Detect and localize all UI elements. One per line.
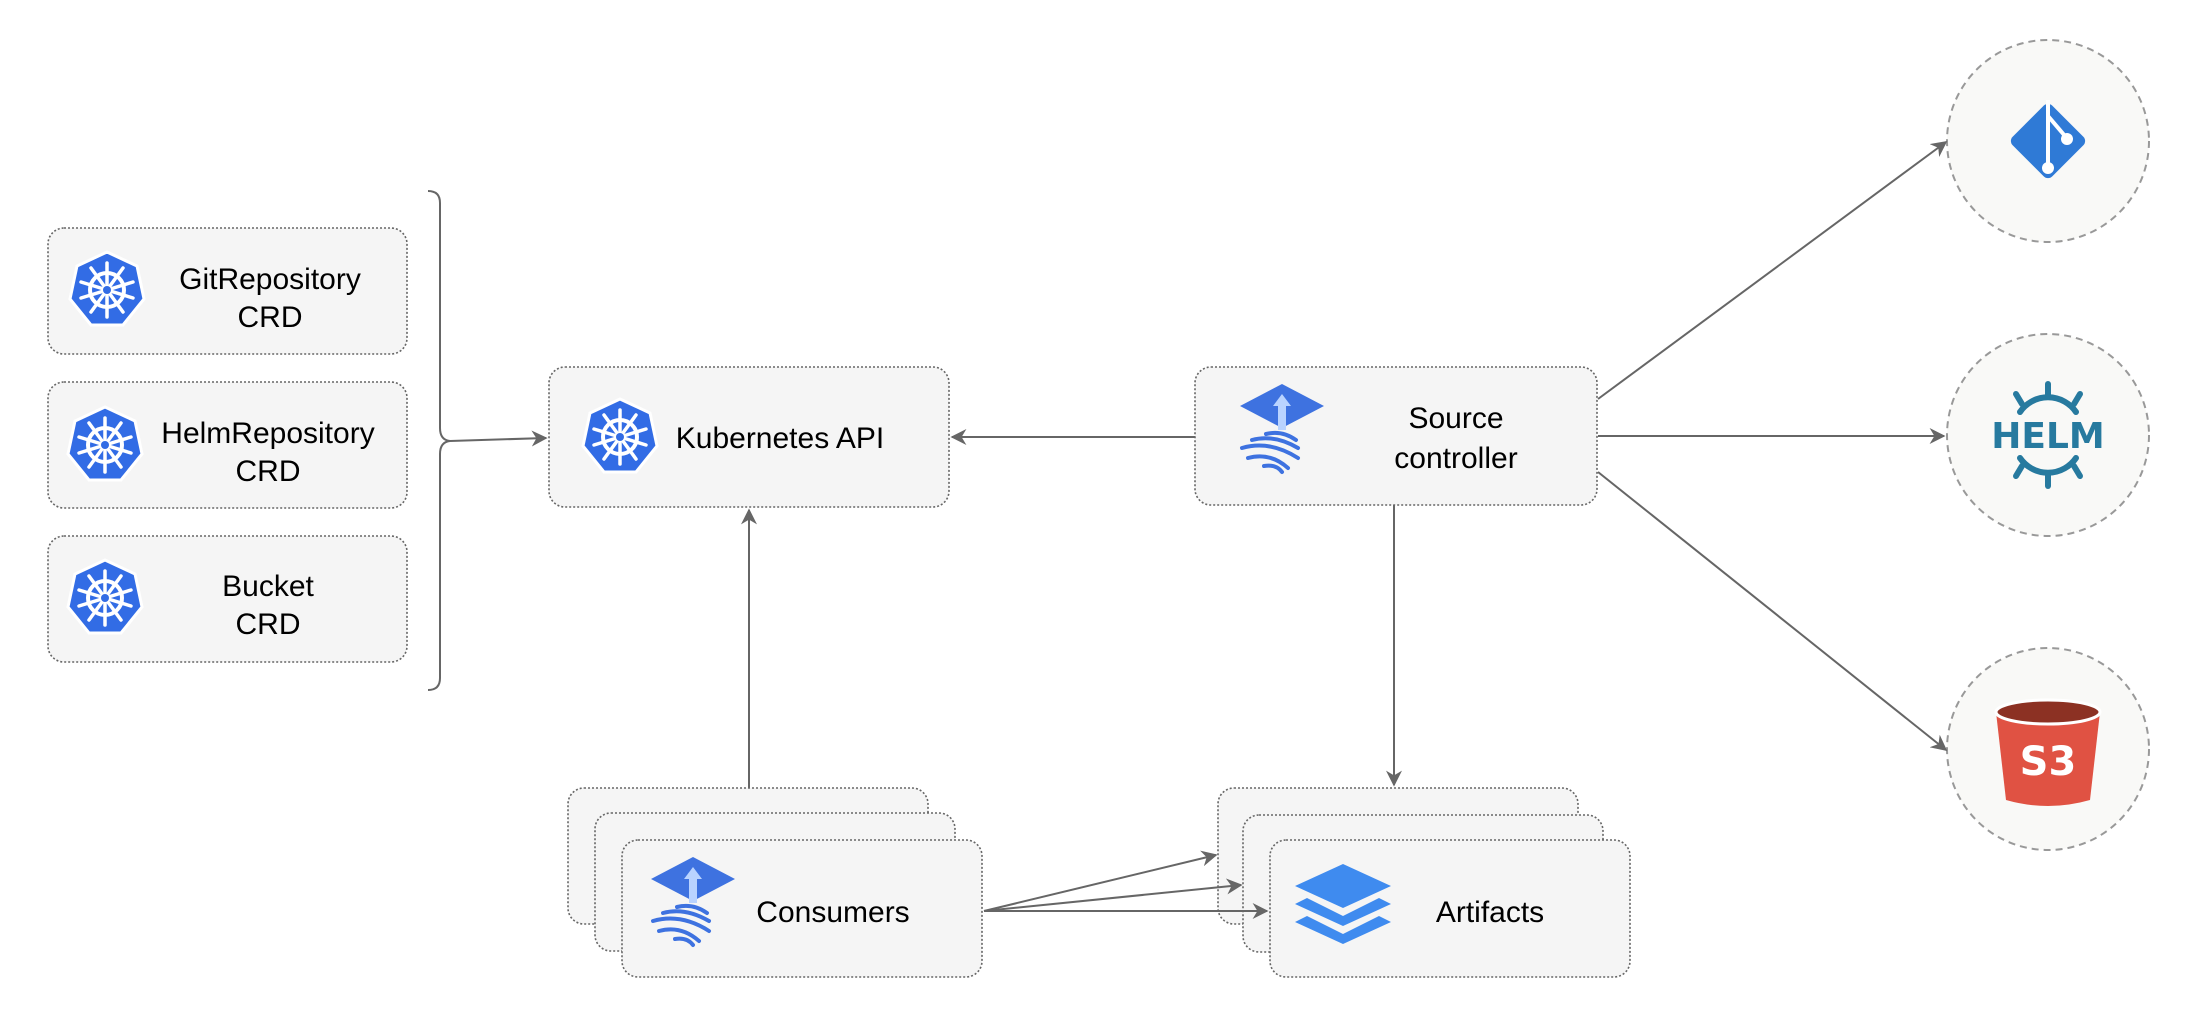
- kubernetes-api-label: Kubernetes API: [676, 422, 884, 455]
- kubernetes-icon: [66, 405, 144, 482]
- source-controller-label: controller: [1394, 442, 1517, 475]
- s3-logo-text: S3: [2020, 739, 2077, 785]
- crd-label: CRD: [236, 608, 301, 641]
- kubernetes-api-node[interactable]: Kubernetes API: [548, 366, 950, 508]
- helm-logo-text: HELM: [1991, 416, 2104, 457]
- edge-source-to-git: [1597, 141, 1948, 400]
- git-source[interactable]: [1946, 39, 2150, 243]
- source-controller-label: Source: [1408, 402, 1503, 435]
- grouping-brace: [427, 190, 451, 691]
- kubernetes-icon: [581, 397, 659, 474]
- crd-node-bucket[interactable]: Bucket CRD: [47, 535, 408, 663]
- consumers-node[interactable]: Consumers: [567, 787, 983, 978]
- crd-label: GitRepository: [179, 263, 361, 296]
- kubernetes-icon: [68, 250, 146, 327]
- git-icon: [2010, 100, 2086, 179]
- crd-label: CRD: [238, 301, 303, 334]
- kubernetes-icon: [66, 558, 144, 635]
- crd-label: Bucket: [222, 570, 314, 603]
- crd-label: HelmRepository: [161, 417, 374, 450]
- edge-crds-to-api: [449, 430, 548, 447]
- edge-consumers-to-artifacts: [983, 878, 1243, 912]
- edge-consumers-to-artifacts: [983, 850, 1218, 912]
- crd-node-gitrepository[interactable]: GitRepository CRD: [47, 227, 408, 355]
- helm-source[interactable]: HELM: [1946, 333, 2150, 537]
- s3-source[interactable]: S3: [1946, 647, 2150, 851]
- edge-source-to-s3: [1597, 471, 1948, 751]
- crd-label: CRD: [236, 455, 301, 488]
- s3-icon: S3: [1994, 698, 2102, 806]
- crd-node-helmrepository[interactable]: HelmRepository CRD: [47, 381, 408, 509]
- artifacts-node[interactable]: Artifacts: [1217, 787, 1631, 978]
- helm-icon: HELM: [1991, 381, 2105, 489]
- consumers-label: Consumers: [756, 896, 909, 929]
- source-controller-node[interactable]: Source controller: [1194, 366, 1598, 506]
- artifacts-label: Artifacts: [1436, 896, 1544, 929]
